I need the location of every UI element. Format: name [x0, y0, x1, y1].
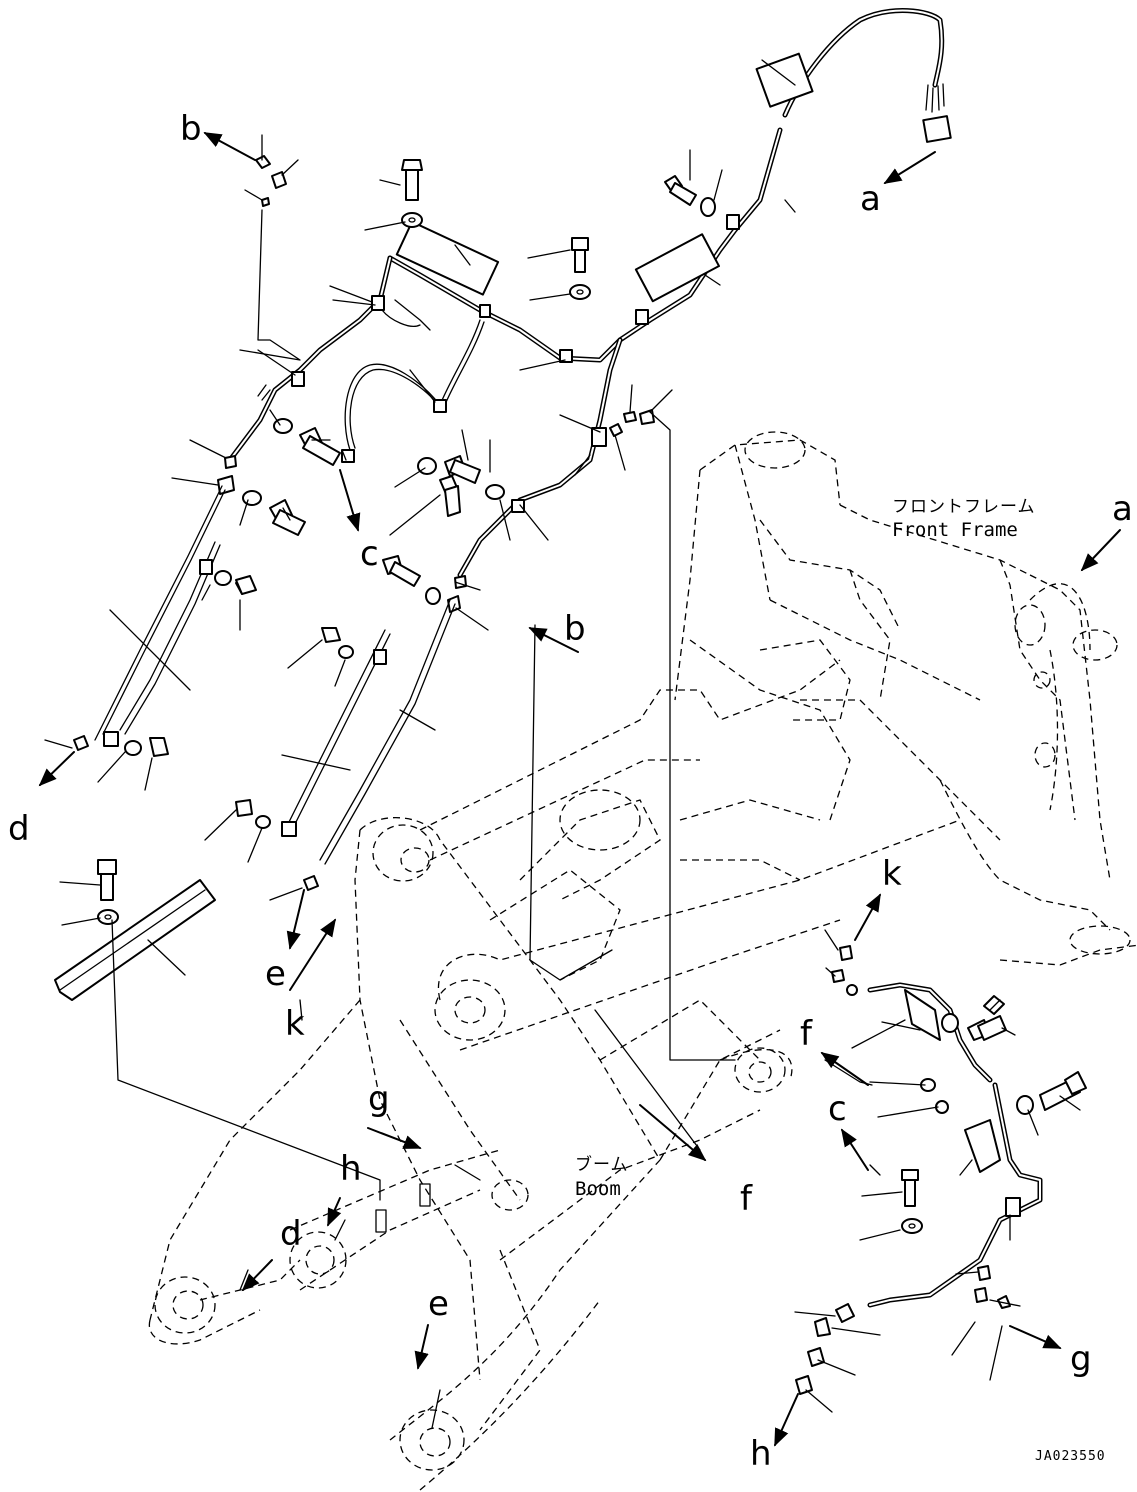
- front-frame-label-en: Front Frame: [892, 519, 1018, 541]
- ref-letter-e-left: e: [265, 954, 286, 994]
- wiring-harness-lower: [795, 945, 1087, 1395]
- ref-letter-g-boom: g: [368, 1079, 390, 1119]
- ref-letter-k-left: k: [285, 1004, 305, 1044]
- leader-lines: [44, 59, 1081, 1429]
- ref-letter-h-boom: h: [340, 1149, 362, 1189]
- ref-letter-a-top: a: [860, 179, 881, 219]
- ref-letter-k-right: k: [882, 854, 902, 894]
- ref-letter-c-top: c: [360, 534, 379, 574]
- rods-and-cover: [54, 485, 456, 1001]
- boom-label-jp: ブーム: [575, 1154, 629, 1175]
- drawing-code: JA023550: [1035, 1449, 1106, 1464]
- ref-letter-f-boom: f: [740, 1179, 753, 1219]
- component-labels: フロントフレーム Front Frame ブーム Boom JA023550: [575, 497, 1106, 1464]
- ref-letter-c-right: c: [828, 1089, 847, 1129]
- boom-label-en: Boom: [575, 1178, 621, 1200]
- ref-letter-e-boom: e: [428, 1284, 449, 1324]
- boom-drawing: [148, 817, 961, 1491]
- ref-letter-d-boom: d: [280, 1214, 302, 1254]
- hardware-parts: [73, 155, 716, 925]
- ref-letter-a-frame: a: [1112, 489, 1133, 529]
- ref-letter-b-frame: b: [564, 609, 586, 649]
- front-frame-label-jp: フロントフレーム: [892, 497, 1036, 517]
- reference-arrows: [38, 132, 1121, 1447]
- front-frame-drawing: [419, 431, 1137, 981]
- ref-letter-h-right: h: [750, 1434, 772, 1474]
- ref-letter-b-top: b: [180, 109, 202, 149]
- ref-letter-g-right: g: [1070, 1339, 1092, 1379]
- reference-letter-labels: b a a b c d e k k f c f g h d e g h: [8, 109, 1133, 1474]
- ref-letter-d-left: d: [8, 809, 30, 849]
- ref-letter-f-right: f: [800, 1014, 813, 1054]
